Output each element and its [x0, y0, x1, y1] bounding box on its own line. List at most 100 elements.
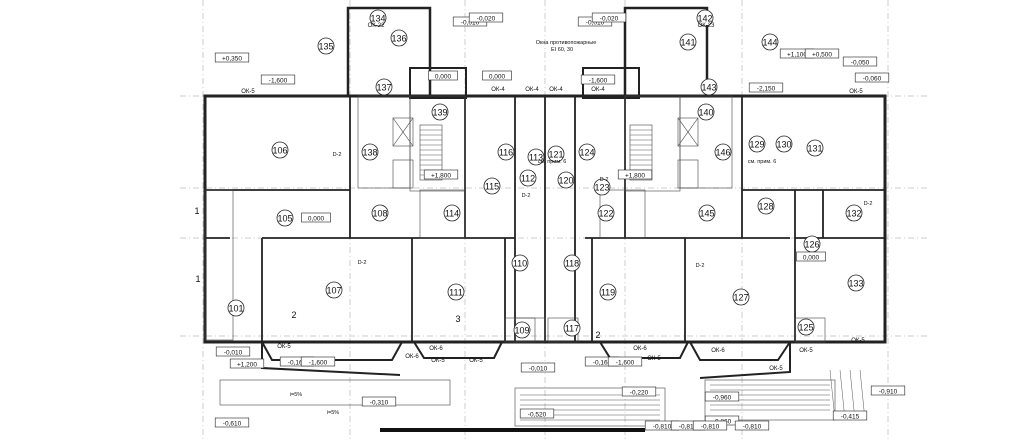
level-box	[229, 358, 265, 369]
level-marks: -0,010-0,020-0,010-0,020+0,350-1,600-1,6…	[214, 12, 906, 431]
room-circle	[483, 177, 501, 195]
level-value: -0,010	[461, 20, 480, 27]
room-number: 132	[846, 209, 861, 219]
level-box	[428, 70, 458, 81]
room-circle	[679, 33, 697, 51]
room-marker: 107	[325, 281, 343, 299]
room-number: 113	[529, 153, 543, 163]
level-value: -0,020	[600, 16, 619, 23]
room-number: 143	[701, 83, 716, 93]
room-circle	[227, 299, 245, 317]
room-number: 131	[807, 144, 822, 154]
level-box	[519, 408, 555, 419]
level-mark: -0,010	[215, 346, 251, 357]
room-marker: 120	[557, 171, 575, 189]
annotation-text: Окна противопожарные	[536, 40, 597, 46]
room-marker: 140	[697, 103, 715, 121]
room-circle	[513, 321, 531, 339]
window-label: ОК-6	[405, 354, 419, 360]
room-marker: 101	[227, 299, 245, 317]
level-box	[621, 386, 657, 397]
level-value: -0,010	[586, 20, 605, 27]
level-mark: 0,000	[482, 70, 512, 81]
room-circle	[845, 204, 863, 222]
annotation-text: D-2	[358, 260, 367, 266]
level-box	[591, 12, 627, 23]
room-marker: 134	[369, 9, 387, 27]
level-mark: +1,800	[423, 169, 459, 180]
room-circle	[806, 139, 824, 157]
room-circle	[325, 281, 343, 299]
room-marker: 143	[700, 78, 718, 96]
window-label: ОК-6	[429, 346, 443, 352]
room-number: 117	[565, 324, 579, 334]
annotation-text: i=5%	[327, 410, 339, 416]
window-label: ОК-5	[241, 89, 255, 95]
level-value: -1,600	[589, 78, 608, 85]
level-mark: -1,600	[580, 74, 616, 85]
room-circle	[361, 143, 379, 161]
level-box	[854, 72, 890, 83]
window-label: ОК-5	[469, 358, 483, 364]
room-marker: 112	[519, 169, 537, 187]
room-number: 110	[513, 259, 527, 269]
level-value: -0,810	[701, 424, 720, 431]
room-marker: 139	[431, 103, 449, 121]
level-mark: 0,000	[428, 70, 458, 81]
level-value: 0,000	[803, 255, 820, 262]
room-number: 124	[579, 148, 594, 158]
level-value: 0,000	[435, 74, 452, 81]
room-number: 129	[749, 140, 764, 150]
level-mark: +0,500	[804, 48, 840, 59]
room-marker: 127	[732, 288, 750, 306]
level-box	[300, 356, 336, 367]
room-marker: 142	[696, 9, 714, 27]
annotation-text: см. прим. 6	[538, 159, 567, 165]
level-box	[607, 356, 643, 367]
room-number: 133	[848, 279, 863, 289]
room-marker: 123	[593, 178, 611, 196]
room-marker: 110	[511, 254, 529, 272]
room-circle	[271, 141, 289, 159]
level-value: -0,910	[879, 389, 898, 396]
window-label: ОК-5	[647, 356, 661, 362]
room-number: 105	[277, 214, 292, 224]
level-mark: -0,310	[361, 396, 397, 407]
room-number: 116	[499, 148, 513, 158]
level-mark: -0,415	[832, 410, 868, 421]
room-number: 146	[715, 148, 730, 158]
level-box	[482, 70, 512, 81]
level-mark: +1,200	[229, 358, 265, 369]
room-number: 130	[776, 140, 791, 150]
annotation-text: D-2	[600, 177, 609, 183]
level-mark: 0,000	[796, 251, 826, 262]
level-mark: -0,610	[214, 417, 250, 428]
level-value: +0,500	[812, 52, 832, 59]
annotation-text: D-2	[696, 263, 705, 269]
room-circle	[497, 143, 515, 161]
window-label: ОК-4	[491, 87, 505, 93]
level-value: -0,160	[288, 360, 307, 367]
annotation-text: D-2	[864, 201, 873, 207]
level-box	[301, 212, 331, 223]
room-marker: 144	[761, 33, 779, 51]
room-marker: 106	[271, 141, 289, 159]
level-mark: +1,800	[617, 169, 653, 180]
room-circle	[511, 254, 529, 272]
room-marker: 146	[714, 143, 732, 161]
annotation-text: см. прим. 6	[748, 159, 777, 165]
room-marker: 130	[775, 135, 793, 153]
level-box	[580, 74, 616, 85]
level-box	[832, 410, 868, 421]
room-number: 107	[326, 286, 341, 296]
annotation-text: D-2	[333, 152, 342, 158]
level-mark: +0,350	[214, 52, 250, 63]
window-label: ОК-5	[851, 338, 865, 344]
grid-mark: 2	[595, 330, 600, 340]
room-number: 126	[804, 240, 819, 250]
level-value: -0,310	[370, 400, 389, 407]
window-label: ОК-4	[525, 87, 539, 93]
level-mark: 0,000	[301, 212, 331, 223]
